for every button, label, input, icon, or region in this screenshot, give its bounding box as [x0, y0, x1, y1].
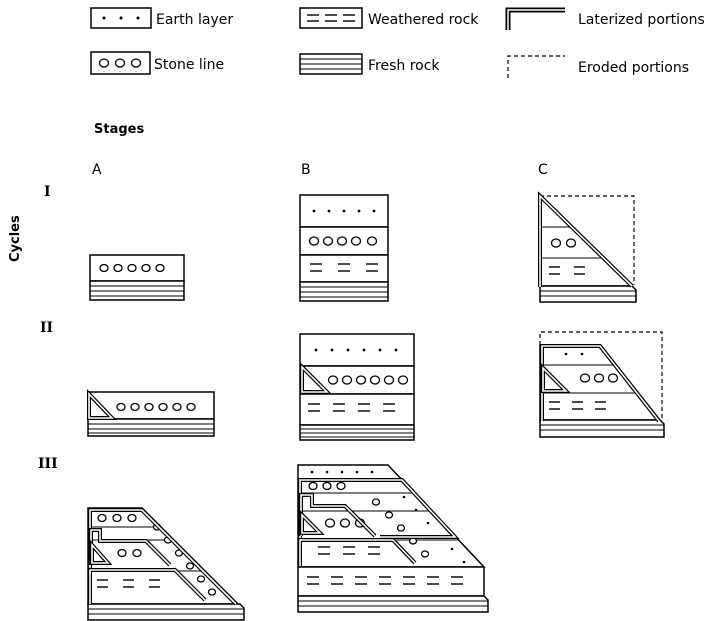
cycle-label-i: I — [44, 184, 51, 200]
stage-label-c: C — [538, 162, 548, 178]
profile-cycle2-stage-b — [300, 334, 414, 440]
profile-cycle3-stage-a — [88, 508, 244, 620]
cycles-title: Cycles — [8, 215, 23, 262]
weathered-rock-swatch — [300, 8, 362, 28]
stage-label-a: A — [92, 162, 102, 178]
fresh-rock-swatch — [300, 54, 362, 74]
cycle-label-iii: III — [38, 456, 58, 472]
stone-line-label: Stone line — [154, 57, 224, 73]
legend-eroded-portions: Eroded portions — [508, 56, 689, 78]
profile-cycle2-stage-c — [540, 332, 664, 437]
cycle-label-ii: II — [40, 320, 53, 336]
laterized-portions-label: Laterized portions — [578, 12, 705, 28]
eroded-portions-label: Eroded portions — [578, 60, 689, 76]
legend-weathered-rock: Weathered rock — [300, 8, 479, 28]
weathered-rock-label: Weathered rock — [368, 12, 479, 28]
earth-layer-label: Earth layer — [156, 12, 233, 28]
legend-laterized-portions: Laterized portions — [508, 10, 705, 30]
fresh-rock-label: Fresh rock — [368, 58, 440, 74]
profile-cycle1-stage-b — [300, 195, 388, 301]
legend-earth-layer: Earth layer — [91, 8, 233, 28]
legend-stone-line: Stone line — [91, 52, 224, 74]
eroded-swatch — [508, 56, 565, 78]
stages-title: Stages — [94, 122, 144, 137]
profile-cycle1-stage-a — [90, 255, 184, 300]
profile-cycle2-stage-a — [88, 392, 214, 436]
legend-fresh-rock: Fresh rock — [300, 54, 440, 74]
profile-cycle3-stage-b — [298, 465, 488, 612]
profile-cycle1-stage-c — [540, 196, 636, 302]
stage-label-b: B — [301, 162, 311, 178]
legend: Earth layer Weathered rock Laterized por… — [91, 8, 705, 78]
laterized-swatch — [508, 10, 565, 30]
